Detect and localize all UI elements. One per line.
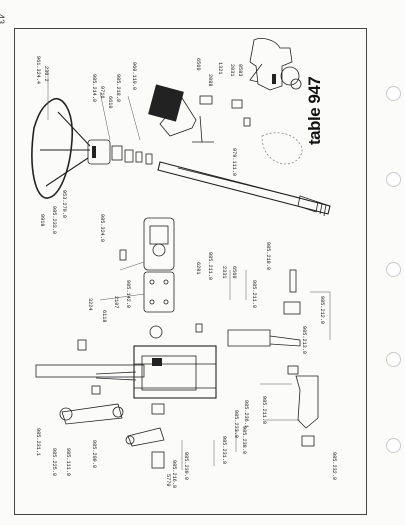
part-number-label: 9918 <box>39 214 45 227</box>
part-number-label: 2107 <box>113 296 119 309</box>
part-number-label: 985.142.0 <box>125 280 131 309</box>
part-number-label: 6560 <box>195 58 201 71</box>
part-number-label: 985.111.0 <box>65 448 71 477</box>
part-number-label: 979.111.0 <box>231 148 237 177</box>
part-number-label: 985.213.0 <box>301 326 307 355</box>
diagram-frame <box>14 28 367 515</box>
part-number-label: 961.324.4 <box>35 56 41 85</box>
part-number-label: 0583 <box>237 64 243 77</box>
part-number-label: 960.110.0 <box>131 62 137 91</box>
part-number-label: 985.218.0 <box>115 74 121 103</box>
part-number-label: 985.231.0 <box>221 436 227 465</box>
part-number-label: 985.218.0 <box>265 242 271 271</box>
part-number-label: 6610 <box>107 96 113 109</box>
part-number-label: 230.2 <box>43 66 49 82</box>
part-number-label: 985.324.0 <box>99 214 105 243</box>
part-number-label: 9716 <box>99 86 105 99</box>
table-title: table 947 <box>305 76 324 145</box>
part-number-label: 2031 <box>229 64 235 77</box>
part-number-label: 6281 <box>195 262 201 275</box>
part-number-label: 2331 <box>221 266 227 279</box>
part-number-label: 985.239.0 <box>183 452 189 481</box>
part-number-label: 953.279.0 <box>61 190 67 219</box>
part-number-label: 985.225.0 <box>51 448 57 477</box>
part-number-label: 985.214.0 <box>91 74 97 103</box>
part-number-label: 6560 <box>231 266 237 279</box>
part-number-label: 985.211.0 <box>207 252 213 281</box>
part-number-label: 985.236.1 <box>243 400 249 429</box>
part-number-label: 2088 <box>207 74 213 87</box>
part-number-label: 5770 <box>165 474 171 487</box>
part-number-label: 985.212.0 <box>319 296 325 325</box>
part-number-label: 985.231.1 <box>35 428 41 457</box>
part-number-label: 985.211.0 <box>261 396 267 425</box>
part-number-label: 1321 <box>217 62 223 75</box>
part-number-label: 985.233.0 <box>51 206 57 235</box>
part-number-label: 985.216.0 <box>171 460 177 489</box>
part-number-label: 985.238.0 <box>241 426 247 455</box>
part-number-label: 985.233.0 <box>233 410 239 439</box>
part-number-label: 6118 <box>101 310 107 323</box>
part-number-label: 985.211.0 <box>251 280 257 309</box>
part-number-label: 3224 <box>87 298 93 311</box>
part-number-label: 985.209.0 <box>91 440 97 469</box>
part-number-label: 985.232.0 <box>331 452 337 481</box>
